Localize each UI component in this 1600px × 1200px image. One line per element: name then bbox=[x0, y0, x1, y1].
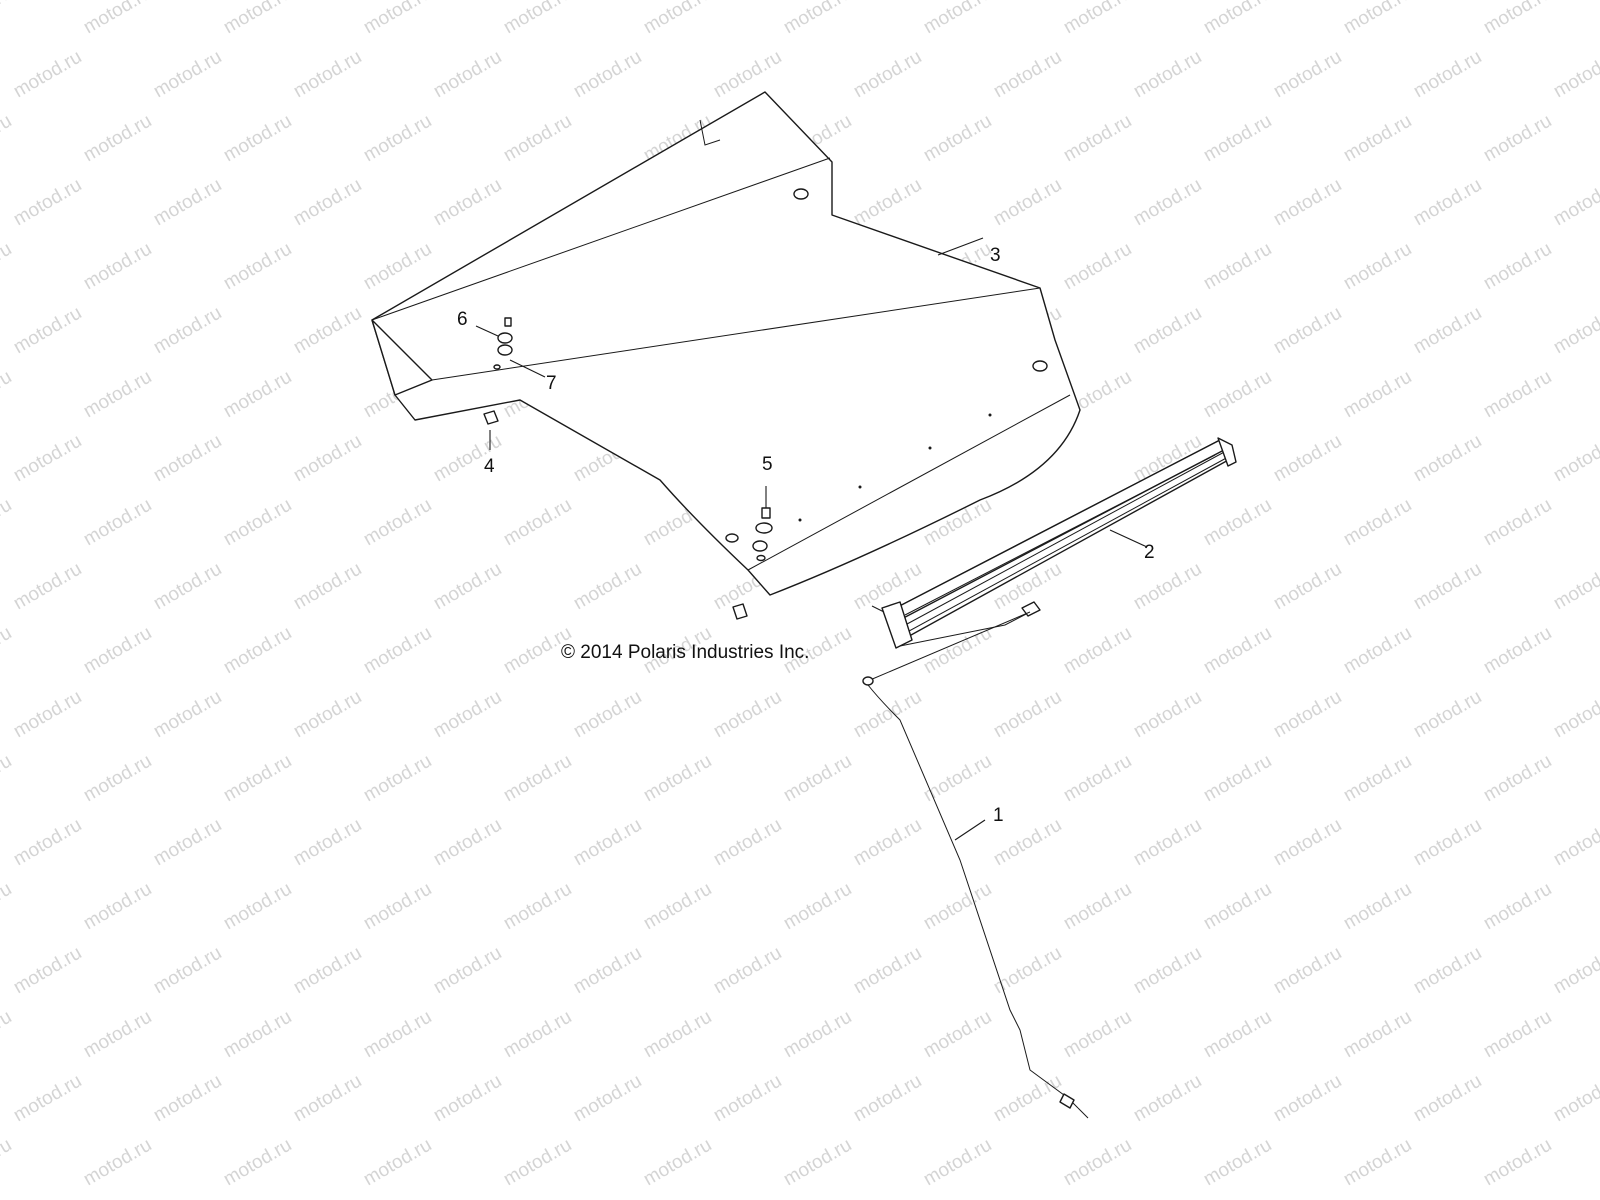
harness-part-1 bbox=[862, 601, 1089, 1119]
fastener-5 bbox=[752, 507, 773, 562]
callout-7: 7 bbox=[546, 373, 557, 394]
panel-part bbox=[371, 91, 1081, 596]
light-bar-part-2 bbox=[871, 437, 1237, 649]
callout-1: 1 bbox=[993, 805, 1004, 826]
callout-6: 6 bbox=[457, 309, 468, 330]
lower-nut bbox=[732, 603, 748, 620]
callout-5: 5 bbox=[762, 454, 773, 475]
callout-2: 2 bbox=[1144, 542, 1155, 563]
copyright-notice: © 2014 Polaris Industries Inc. bbox=[561, 642, 810, 663]
callout-4: 4 bbox=[484, 456, 495, 477]
nut-part-4 bbox=[483, 410, 499, 425]
fastener-6-7 bbox=[493, 317, 513, 370]
callout-3: 3 bbox=[990, 245, 1001, 266]
leader-lines bbox=[475, 237, 1148, 841]
